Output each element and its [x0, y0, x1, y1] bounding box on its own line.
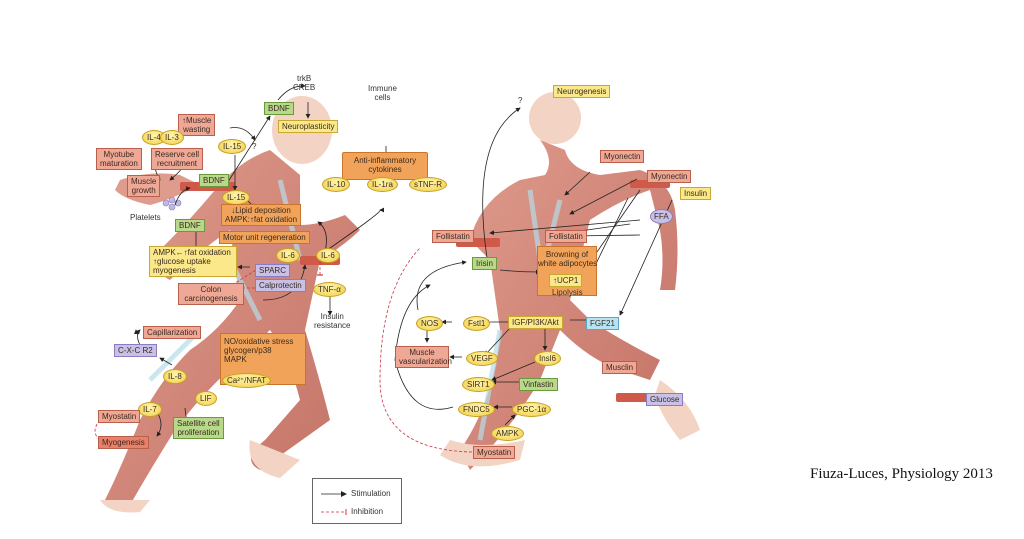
ffa-node: FFA: [650, 209, 673, 224]
il8-node: IL-8: [163, 369, 187, 384]
il6-right-node: IL-6: [316, 248, 340, 263]
myonectin-2-node: Myonectin: [647, 170, 692, 183]
sirt1-node: SIRT1: [462, 377, 495, 392]
question-mark-right: ?: [518, 96, 523, 105]
fgf21-node: FGF21: [586, 317, 619, 330]
vegf-node: VEGF: [466, 351, 498, 366]
right-inhibition-lines: [379, 247, 473, 453]
inhibition-label: Inhibition: [351, 507, 384, 516]
il10-node: IL-10: [322, 177, 351, 192]
musclin-node: Musclin: [602, 361, 638, 374]
myonectin-1-node: Myonectin: [600, 150, 645, 163]
insl6-node: Insl6: [534, 351, 561, 366]
legend: Stimulation Inhibition: [312, 478, 402, 524]
il15-mid-node: IL-15: [222, 190, 251, 205]
cxcr2-node: C-X-C R2: [114, 344, 157, 357]
right-head: [529, 92, 581, 144]
question-mark-left: ?: [252, 142, 257, 151]
right-foot-2: [655, 380, 700, 440]
stnfr-node: sTNF-R: [409, 177, 447, 192]
fndc5-node: FNDC5: [458, 402, 495, 417]
platelets-label: Platelets: [130, 213, 161, 222]
citation: Fiuza-Luces, Physiology 2013: [810, 466, 993, 482]
nos-node: NOS: [416, 316, 444, 331]
stimulation-arrow-icon: [321, 490, 347, 497]
follistatin-left-node: Follistatin: [432, 230, 474, 243]
fstl1-node: Fstl1: [463, 316, 491, 331]
inhibition-line-icon: [321, 508, 347, 515]
ca-nfat-node: Ca²⁺/NFAT: [222, 373, 272, 388]
myostatin-left-node: Myostatin: [98, 410, 141, 423]
follistatin-right-node: Follistatin: [545, 230, 587, 243]
bdnf-mid-node: BDNF: [199, 174, 229, 187]
capillarization-node: Capillarization: [143, 326, 202, 339]
ucp1-node: ↑UCP1: [549, 274, 583, 287]
insulin-node: Insulin: [680, 187, 712, 200]
vinfastin-node: Vinfastin: [519, 378, 558, 391]
left-foot: [100, 500, 150, 513]
myogenesis-node: Myogenesis: [98, 436, 149, 449]
calprotectin-node: Calprotectin: [255, 279, 306, 292]
neurogenesis-node: Neurogenesis: [553, 85, 611, 98]
myostatin-right-node: Myostatin: [473, 446, 516, 459]
il7-node: IL-7: [138, 402, 162, 417]
sparc-node: SPARC: [255, 264, 290, 277]
bdnf-low-node: BDNF: [175, 219, 205, 232]
pgc1a-node: PGC-1α: [512, 402, 552, 417]
bdnf-top-node: BDNF: [264, 102, 294, 115]
right-body-muscles: [460, 140, 678, 470]
lipolysis-label: Lipolysis: [552, 288, 583, 297]
il6-left-node: IL-6: [276, 248, 300, 263]
il1ra-node: IL-1ra: [367, 177, 398, 192]
il3-node: IL-3: [160, 130, 184, 145]
legend-stimulation: Stimulation: [321, 489, 391, 498]
tnf-alpha-node: TNF-α: [313, 282, 346, 297]
glucose-node: Glucose: [646, 393, 684, 406]
irisin-node: Irisin: [472, 257, 497, 270]
right-vessel-3: [616, 393, 652, 402]
stimulation-label: Stimulation: [351, 489, 391, 498]
neuroplasticity-node: Neuroplasticity: [278, 120, 339, 133]
motor-unit-regeneration-node: Motor unit regeneration: [219, 231, 310, 244]
il15-top-node: IL-15: [218, 139, 247, 154]
legend-inhibition: Inhibition: [321, 507, 383, 516]
ampk-node: AMPK: [491, 426, 524, 441]
igf-pi3k-akt-node: IGF/PI3K/Akt: [508, 316, 563, 329]
lif-node: LIF: [195, 391, 217, 406]
left-foot-2: [249, 440, 300, 478]
